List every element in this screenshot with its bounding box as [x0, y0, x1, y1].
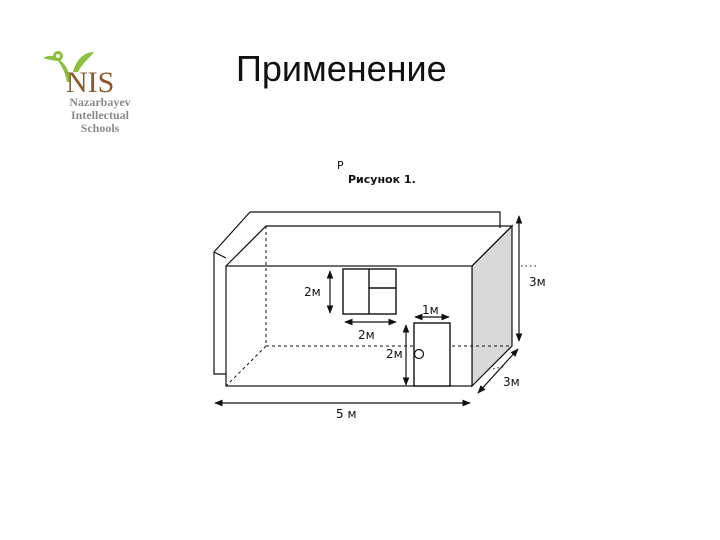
- logo-brand-text: NIS: [66, 66, 114, 99]
- hidden-edges: [225, 226, 512, 387]
- window-width-label: 2м: [358, 328, 375, 342]
- caption-fragment: Р: [337, 159, 344, 172]
- window-height-label: 2м: [304, 285, 321, 299]
- logo-line: Intellectual: [71, 108, 129, 122]
- logo-line: Nazarbayev: [69, 95, 131, 109]
- logo-school-name: Nazarbayev Intellectual Schools: [60, 96, 140, 135]
- door: [413, 322, 451, 387]
- logo-line: Schools: [80, 121, 120, 135]
- nis-sprout-logo-icon: NIS: [43, 51, 114, 99]
- shifted-wall-outline: [213, 211, 501, 375]
- figure-caption: Рисунок 1.: [348, 173, 416, 186]
- room-top-edges: [225, 225, 514, 267]
- room-height-label: 3м: [529, 275, 546, 289]
- door-knob-icon: [413, 348, 425, 360]
- door-height-label: 2м: [386, 347, 403, 361]
- room-depth-arrow: [477, 348, 519, 394]
- room-length-label: 5 м: [336, 407, 357, 421]
- door-width-label: 1м: [422, 303, 439, 317]
- room-depth-label: 3м: [503, 375, 520, 389]
- nis-logo: NIS: [38, 42, 148, 142]
- slide-title: Применение: [236, 48, 447, 89]
- window: [342, 268, 397, 315]
